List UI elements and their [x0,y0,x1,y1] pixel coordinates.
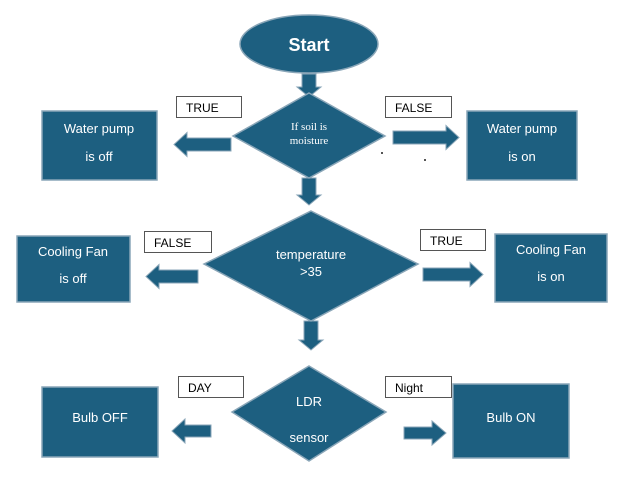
arrow-soil-to-temperature [295,177,323,206]
label-ldr-night: Night [385,376,452,398]
decision-soil-line1: If soil is [291,121,327,133]
decision-temperature-line1: temperature [276,247,346,262]
decision-ldr-line1: LDR [296,394,322,409]
decision-soil-moisture [231,92,387,179]
arrow-layer [145,73,484,447]
label-ldr-day: DAY [178,376,244,398]
decision-ldr-line2: sensor [289,430,329,445]
box-bulb-on-label: Bulb ON [486,410,535,425]
arrow-start-to-soil [295,73,323,98]
start-terminal [239,14,379,74]
box-bulb-on [452,383,570,459]
box-water-pump-off [41,110,158,181]
label-temperature-false: FALSE [144,231,212,253]
box-water-pump-on-line2: is on [508,149,535,164]
decision-temperature [202,210,420,322]
box-bulb-off-label: Bulb OFF [72,410,128,425]
stray-dot [424,159,426,161]
box-cooling-fan-on-line2: is on [537,269,564,284]
box-water-pump-on-line1: Water pump [487,121,557,136]
arrow-ldr-night [403,419,447,447]
arrow-temperature-true [422,261,484,288]
label-soil-true: TRUE [176,96,242,118]
box-cooling-fan-off [16,235,131,303]
box-cooling-fan-on [494,233,608,303]
start-label: Start [288,35,329,55]
box-water-pump-off-line2: is off [85,149,113,164]
box-water-pump-off-line1: Water pump [64,121,134,136]
box-cooling-fan-off-line1: Cooling Fan [38,244,108,259]
box-cooling-fan-on-line1: Cooling Fan [516,242,586,257]
arrow-temperature-to-ldr [297,320,325,351]
arrow-soil-false [392,124,460,151]
box-water-pump-on [466,110,578,181]
box-cooling-fan-off-line2: is off [59,271,87,286]
label-soil-false: FALSE [385,96,452,118]
decision-temperature-line2: >35 [300,264,322,279]
box-bulb-off [41,386,159,458]
arrow-soil-true [173,131,232,158]
arrow-temperature-false [145,263,199,290]
decision-soil-line2: moisture [290,135,329,147]
arrow-ldr-day [171,417,212,445]
stray-dot [381,152,383,154]
decision-ldr-sensor [230,365,388,462]
label-temperature-true: TRUE [420,229,486,251]
